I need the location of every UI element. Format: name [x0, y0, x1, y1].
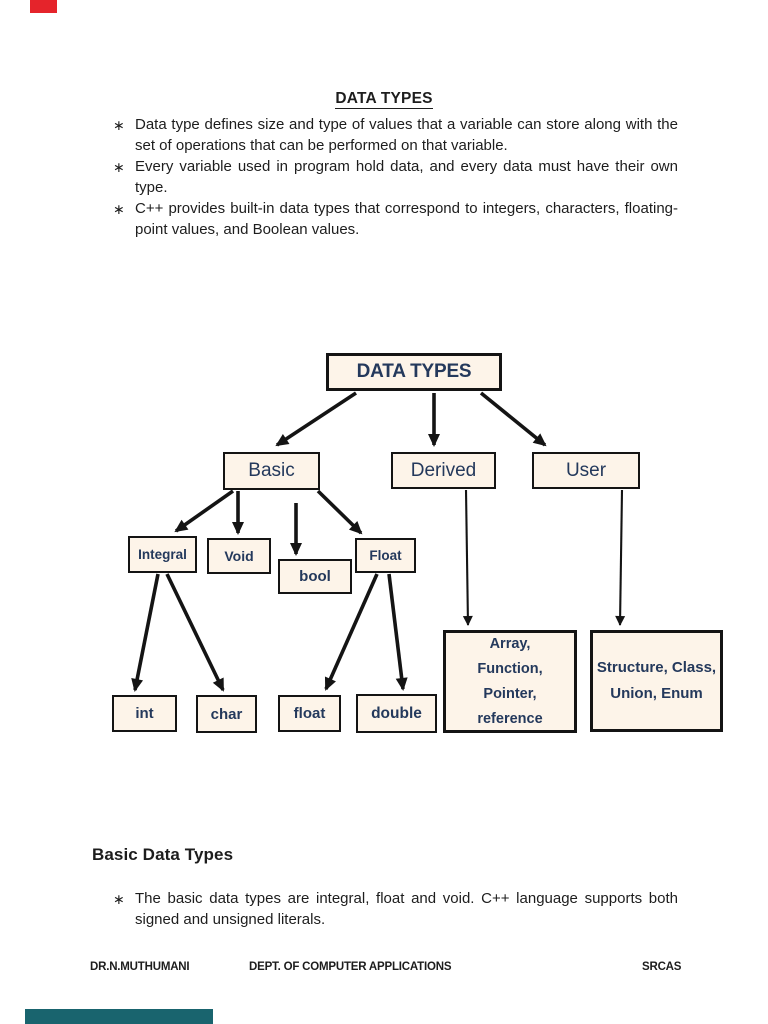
diagram-node-char: char	[196, 695, 257, 733]
bullet-item: ∗ Data type defines size and type of val…	[112, 114, 678, 156]
diagram-node-basic: Basic	[223, 452, 320, 490]
bullet-marker: ∗	[113, 117, 125, 133]
bullet-text: The basic data types are integral, float…	[135, 890, 678, 928]
bullet-marker: ∗	[113, 891, 125, 907]
user-types-line: Union, Enum	[610, 685, 703, 702]
basic-types-bullet-list: ∗ The basic data types are integral, flo…	[112, 888, 678, 930]
bullet-text: C++ provides built-in data types that co…	[135, 200, 678, 238]
footer-institution: SRCAS	[642, 961, 682, 973]
derived-types-line: Pointer,	[483, 685, 537, 702]
diagram-node-int: int	[112, 695, 177, 732]
bullet-item: ∗ Every variable used in program hold da…	[112, 156, 678, 198]
diagram-node-bool: bool	[278, 559, 352, 594]
bullet-text: Every variable used in program hold data…	[135, 158, 678, 196]
bullet-marker: ∗	[113, 159, 125, 175]
derived-types-line: Array,	[489, 635, 531, 652]
user-types-line: Structure, Class,	[596, 659, 717, 676]
diagram-node-user: User	[532, 452, 640, 489]
red-marker-bar	[30, 0, 57, 13]
diagram-node-float-category: Float	[355, 538, 416, 573]
diagram-node-void: Void	[207, 538, 271, 574]
page-title: DATA TYPES	[0, 90, 768, 109]
derived-types-line: Function,	[477, 660, 543, 677]
diagram-node-integral: Integral	[128, 536, 197, 573]
diagram-node-user-types: Structure, Class, Union, Enum	[590, 630, 723, 732]
page-title-text: DATA TYPES	[335, 90, 433, 109]
derived-types-line: reference	[477, 710, 543, 727]
intro-bullet-list: ∗ Data type defines size and type of val…	[112, 114, 678, 240]
section-heading: Basic Data Types	[92, 845, 234, 864]
footer-author: DR.N.MUTHUMANI	[90, 961, 190, 973]
teal-footer-bar	[25, 1009, 213, 1024]
diagram-node-data-types: DATA TYPES	[326, 353, 502, 391]
diagram-node-float: float	[278, 695, 341, 732]
footer-department: DEPT. OF COMPUTER APPLICATIONS	[249, 961, 452, 973]
diagram-node-derived: Derived	[391, 452, 496, 489]
bullet-item: ∗ C++ provides built-in data types that …	[112, 198, 678, 240]
bullet-text: Data type defines size and type of value…	[135, 116, 678, 154]
bullet-marker: ∗	[113, 201, 125, 217]
bullet-item: ∗ The basic data types are integral, flo…	[112, 888, 678, 930]
diagram-node-double: double	[356, 694, 437, 733]
diagram-node-derived-types: Array, Function, Pointer, reference	[443, 630, 577, 733]
